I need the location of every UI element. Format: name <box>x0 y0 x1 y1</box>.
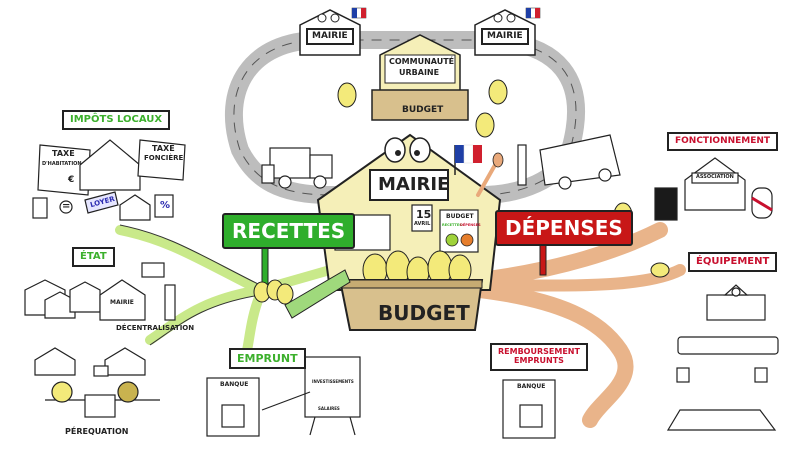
etat-label: ÉTAT <box>72 247 115 267</box>
communaute-budget-label: BUDGET <box>402 105 444 115</box>
taxe-habitation-line2: D'HABITATION <box>42 161 82 167</box>
money-bags-recettes <box>253 279 294 305</box>
recettes-sign: RECETTES <box>222 213 356 249</box>
remboursement-line1: REMBOURSEMENT <box>498 347 580 356</box>
emprunt-banque-label: BANQUE <box>220 381 249 388</box>
equals-symbol: = <box>62 201 71 212</box>
recettes-branches <box>115 225 335 365</box>
communaute-line2: URBAINE <box>399 68 440 77</box>
etat-illustration <box>24 262 176 321</box>
remboursement-banque-label: BANQUE <box>517 383 546 390</box>
taxe-habitation-line1: TAXE <box>52 149 75 158</box>
remboursement-bank <box>502 379 556 439</box>
communaute-line1: COMMUNAUTÉ <box>389 57 455 66</box>
remboursement-line2: EMPRUNTS <box>514 355 564 365</box>
impots-locaux-illustration <box>32 139 186 221</box>
emprunt-label: EMPRUNT <box>229 348 306 369</box>
budget-box-label: BUDGET <box>378 301 470 325</box>
fonctionnement-illustration <box>654 157 773 221</box>
impots-locaux-label: IMPÔTS LOCAUX <box>62 110 171 130</box>
top-mairie-left-label: MAIRIE <box>306 28 354 45</box>
board-col-depenses: DÉPENSES <box>460 223 481 227</box>
central-mairie-label: MAIRIE <box>378 174 450 195</box>
board-col-recettes: RECETTES <box>442 223 462 227</box>
percent-board: % <box>160 200 171 211</box>
fonctionnement-label: FONCTIONNEMENT <box>667 132 779 151</box>
communaute-urbaine <box>371 34 469 121</box>
depenses-sign: DÉPENSES <box>495 210 633 246</box>
green-ramp <box>284 269 351 319</box>
taxe-fonciere-line2: FONCIÈRE <box>144 154 184 162</box>
decentralisation-label: DÉCENTRALISATION <box>116 324 195 332</box>
emprunt-illustration <box>206 356 361 437</box>
remboursement-label: REMBOURSEMENT EMPRUNTS <box>490 343 588 371</box>
budget-box <box>338 250 484 331</box>
perequation-label: PÉREQUATION <box>65 427 129 436</box>
garbage-truck-icon <box>261 147 333 189</box>
equipement-label: ÉQUIPEMENT <box>688 252 778 272</box>
taxe-fonciere-line1: TAXE <box>152 144 175 153</box>
recettes-post <box>261 244 269 286</box>
equipement-illustration <box>666 284 779 431</box>
association-label: ASSOCIATION <box>696 174 734 180</box>
investissements-label: INVESTISSEMENTS <box>312 379 354 384</box>
bus-icon <box>517 134 621 190</box>
depenses-post <box>539 244 547 276</box>
top-mairie-right-label: MAIRIE <box>481 28 529 45</box>
perequation-scale <box>34 347 160 418</box>
taxe-habitation-euro: € <box>68 175 75 185</box>
calendar-month: AVRIL <box>414 221 431 227</box>
board-title: BUDGET <box>446 213 474 220</box>
calendar-day: 15 <box>416 208 432 221</box>
walking-money-bags <box>337 79 670 278</box>
salaires-label: SALAIRES <box>318 406 340 411</box>
etat-mairie-label: MAIRIE <box>110 299 134 306</box>
